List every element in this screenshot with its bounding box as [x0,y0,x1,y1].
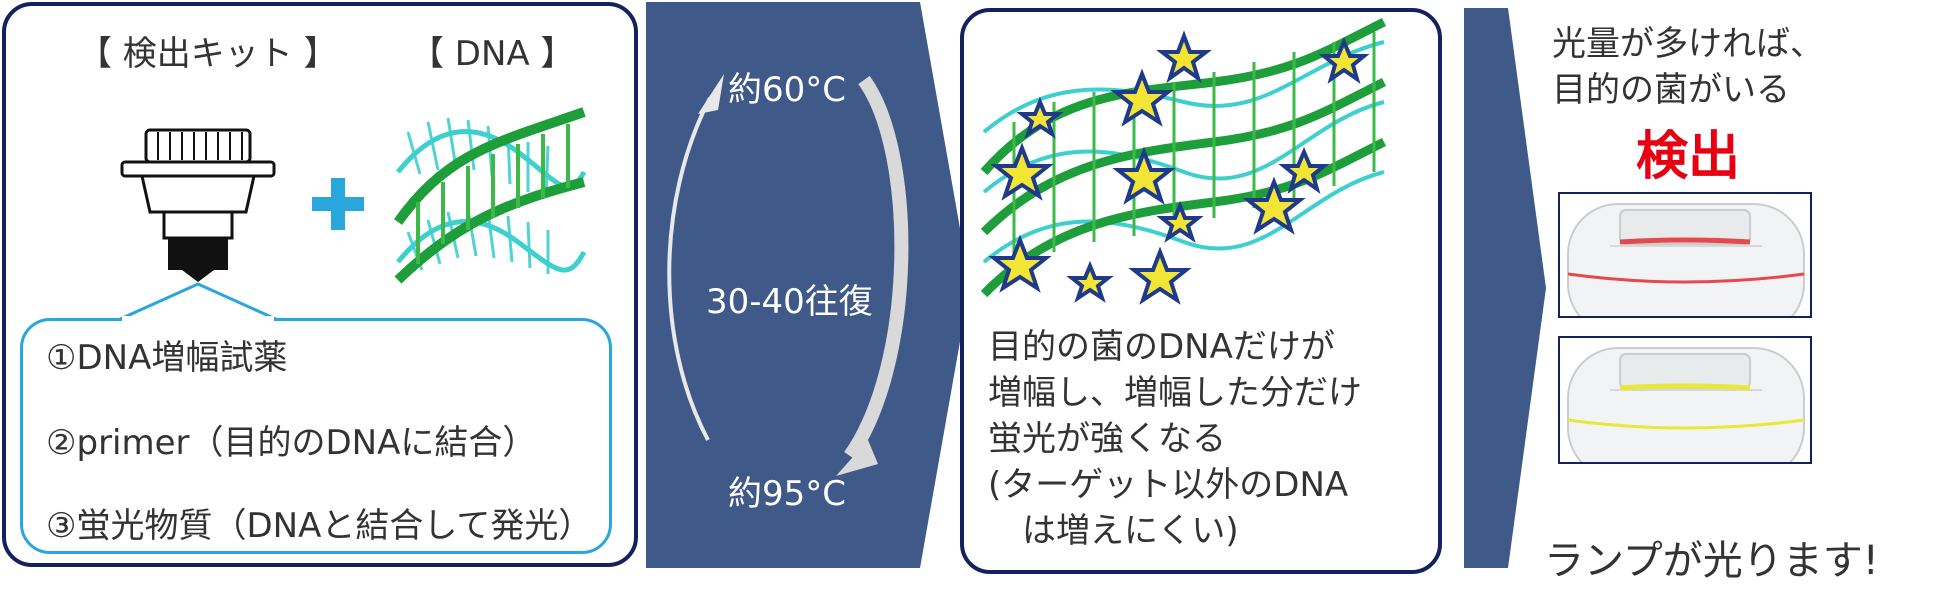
result-text-2: 目的の菌がいる [1552,70,1790,110]
cycle-arrow-shape [646,2,970,568]
amplify-line-3: 蛍光が強くなる [988,419,1226,459]
amplify-line-5: は増えにくい) [988,511,1239,551]
amplify-line-1: 目的の菌のDNAだけが [988,327,1335,367]
device-yellow-frame [1558,336,1812,464]
device-icon [1567,203,1805,316]
reagent-bubble [20,318,612,554]
dna-helix-icon [393,107,587,284]
result-arrow-shape [1464,8,1546,568]
repeat-count: 30-40往復 [706,282,873,322]
result-text-1: 光量が多ければ、 [1552,24,1824,64]
amplify-line-4: (ターゲット以外のDNA [988,465,1349,505]
detection-kit-icon [120,128,276,282]
dna-star-icon [980,17,1387,305]
kit-label: 【 検出キット 】 [78,34,338,74]
detect-label: 検出 [1636,127,1741,187]
device-icon [1567,347,1805,462]
top-temperature: 約60°C [728,70,847,110]
reagent-1: ①DNA増幅試薬 [46,338,288,378]
lamp-label: ランプが光ります! [1544,538,1879,584]
reagent-2: ②primer（目的のDNAに結合） [46,423,537,463]
reagent-3: ③蛍光物質（DNAと結合して発光） [46,506,593,546]
amplify-line-2: 増幅し、増幅した分だけ [988,373,1362,413]
dna-label: 【 DNA 】 [410,34,575,74]
bottom-temperature: 約95°C [728,474,847,514]
bubble-pointer-gap [122,316,274,324]
plus-icon [312,178,364,230]
device-red-frame [1558,192,1812,318]
bubble-pointer [117,282,279,322]
